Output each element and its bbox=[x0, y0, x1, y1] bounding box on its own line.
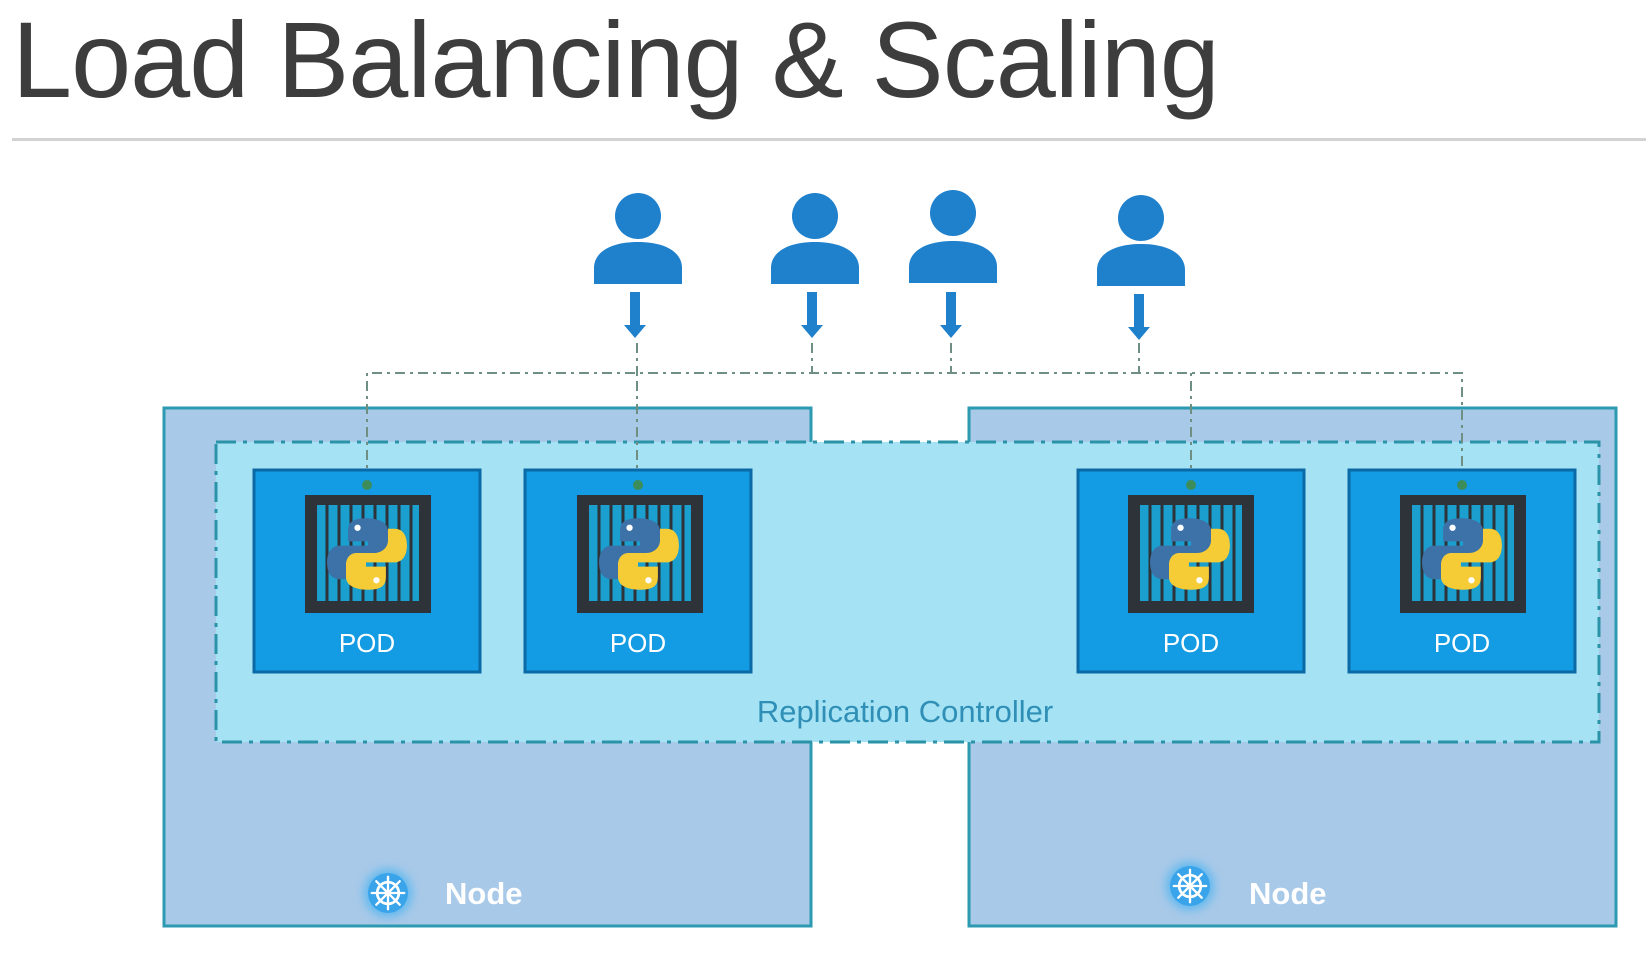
python-container-icon bbox=[577, 495, 703, 613]
node-label-group-left: Node bbox=[364, 869, 523, 917]
pod-label: POD bbox=[610, 628, 666, 658]
node-label: Node bbox=[445, 876, 523, 911]
user-icon bbox=[1097, 195, 1185, 286]
node-label-group-right: Node bbox=[1166, 862, 1327, 911]
traffic-lines bbox=[366, 343, 1463, 483]
pod: POD bbox=[1347, 468, 1577, 674]
kubernetes-helm-icon bbox=[1172, 868, 1208, 904]
user-icon bbox=[909, 190, 997, 283]
python-container-icon bbox=[305, 495, 431, 613]
node-label: Node bbox=[1249, 876, 1327, 911]
down-arrow-icon bbox=[624, 292, 646, 338]
python-container-icon bbox=[1400, 495, 1526, 613]
slide-title: Load Balancing & Scaling bbox=[12, 0, 1220, 120]
down-arrow-icon bbox=[1128, 294, 1150, 340]
pod: POD bbox=[1076, 468, 1306, 674]
pod: POD bbox=[252, 468, 482, 674]
pod-label: POD bbox=[339, 628, 395, 658]
user-icon bbox=[771, 193, 859, 284]
pod-label: POD bbox=[1434, 628, 1490, 658]
pod: POD bbox=[523, 468, 753, 674]
replication-controller-label: Replication Controller bbox=[757, 694, 1053, 729]
pod-label: POD bbox=[1163, 628, 1219, 658]
user-icon bbox=[594, 193, 682, 284]
kubernetes-helm-icon bbox=[370, 875, 406, 911]
title-divider bbox=[12, 138, 1646, 141]
python-container-icon bbox=[1128, 495, 1254, 613]
down-arrow-icon bbox=[940, 292, 962, 338]
down-arrow-icon bbox=[801, 292, 823, 338]
